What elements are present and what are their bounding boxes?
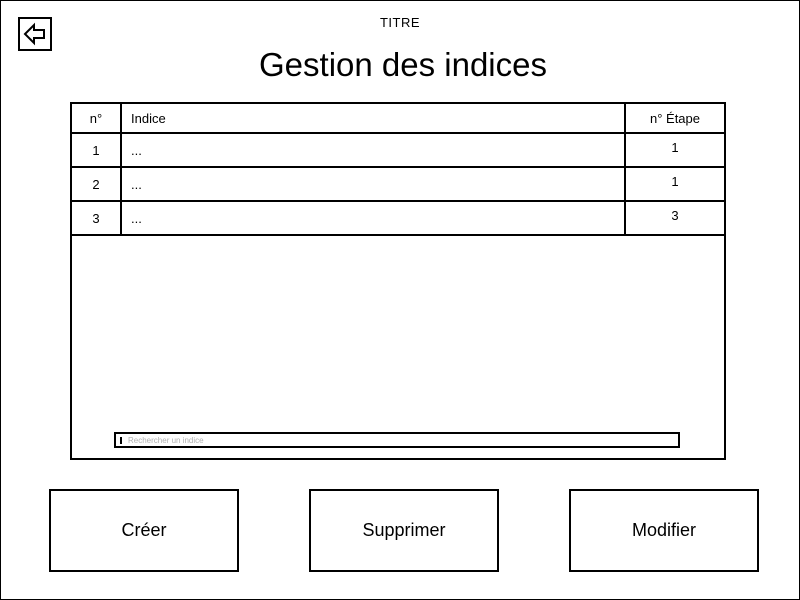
row-indice: ... xyxy=(122,134,626,166)
row-etape: 1 xyxy=(671,140,679,155)
row-indice: ... xyxy=(122,168,626,200)
row-etape: 1 xyxy=(671,174,679,189)
app-title: TITRE xyxy=(379,15,421,30)
search-input[interactable] xyxy=(128,435,648,445)
column-header-indice: Indice xyxy=(122,104,626,132)
column-header-etape: n° Étape xyxy=(649,110,700,126)
row-num: 3 xyxy=(72,202,122,234)
row-num: 1 xyxy=(72,134,122,166)
table-header: n° Indice n° Étape xyxy=(72,104,724,134)
table-row[interactable]: 2 ... 1 xyxy=(72,168,724,202)
table-row[interactable]: 3 ... 3 xyxy=(72,202,724,236)
text-cursor xyxy=(120,436,122,444)
search-field[interactable] xyxy=(114,432,680,448)
table-row[interactable]: 1 ... 1 xyxy=(72,134,724,168)
column-header-num: n° xyxy=(72,104,122,132)
arrow-left-icon xyxy=(23,22,45,46)
page-title: Gestion des indices xyxy=(259,46,547,83)
row-num: 2 xyxy=(72,168,122,200)
row-etape: 3 xyxy=(671,208,679,223)
indices-table: n° Indice n° Étape 1 ... 1 2 ... 1 3 ...… xyxy=(70,102,726,460)
create-button[interactable]: Créer xyxy=(49,489,239,572)
edit-button[interactable]: Modifier xyxy=(569,489,759,572)
back-button[interactable] xyxy=(18,17,52,51)
row-indice: ... xyxy=(122,202,626,234)
delete-button[interactable]: Supprimer xyxy=(309,489,499,572)
